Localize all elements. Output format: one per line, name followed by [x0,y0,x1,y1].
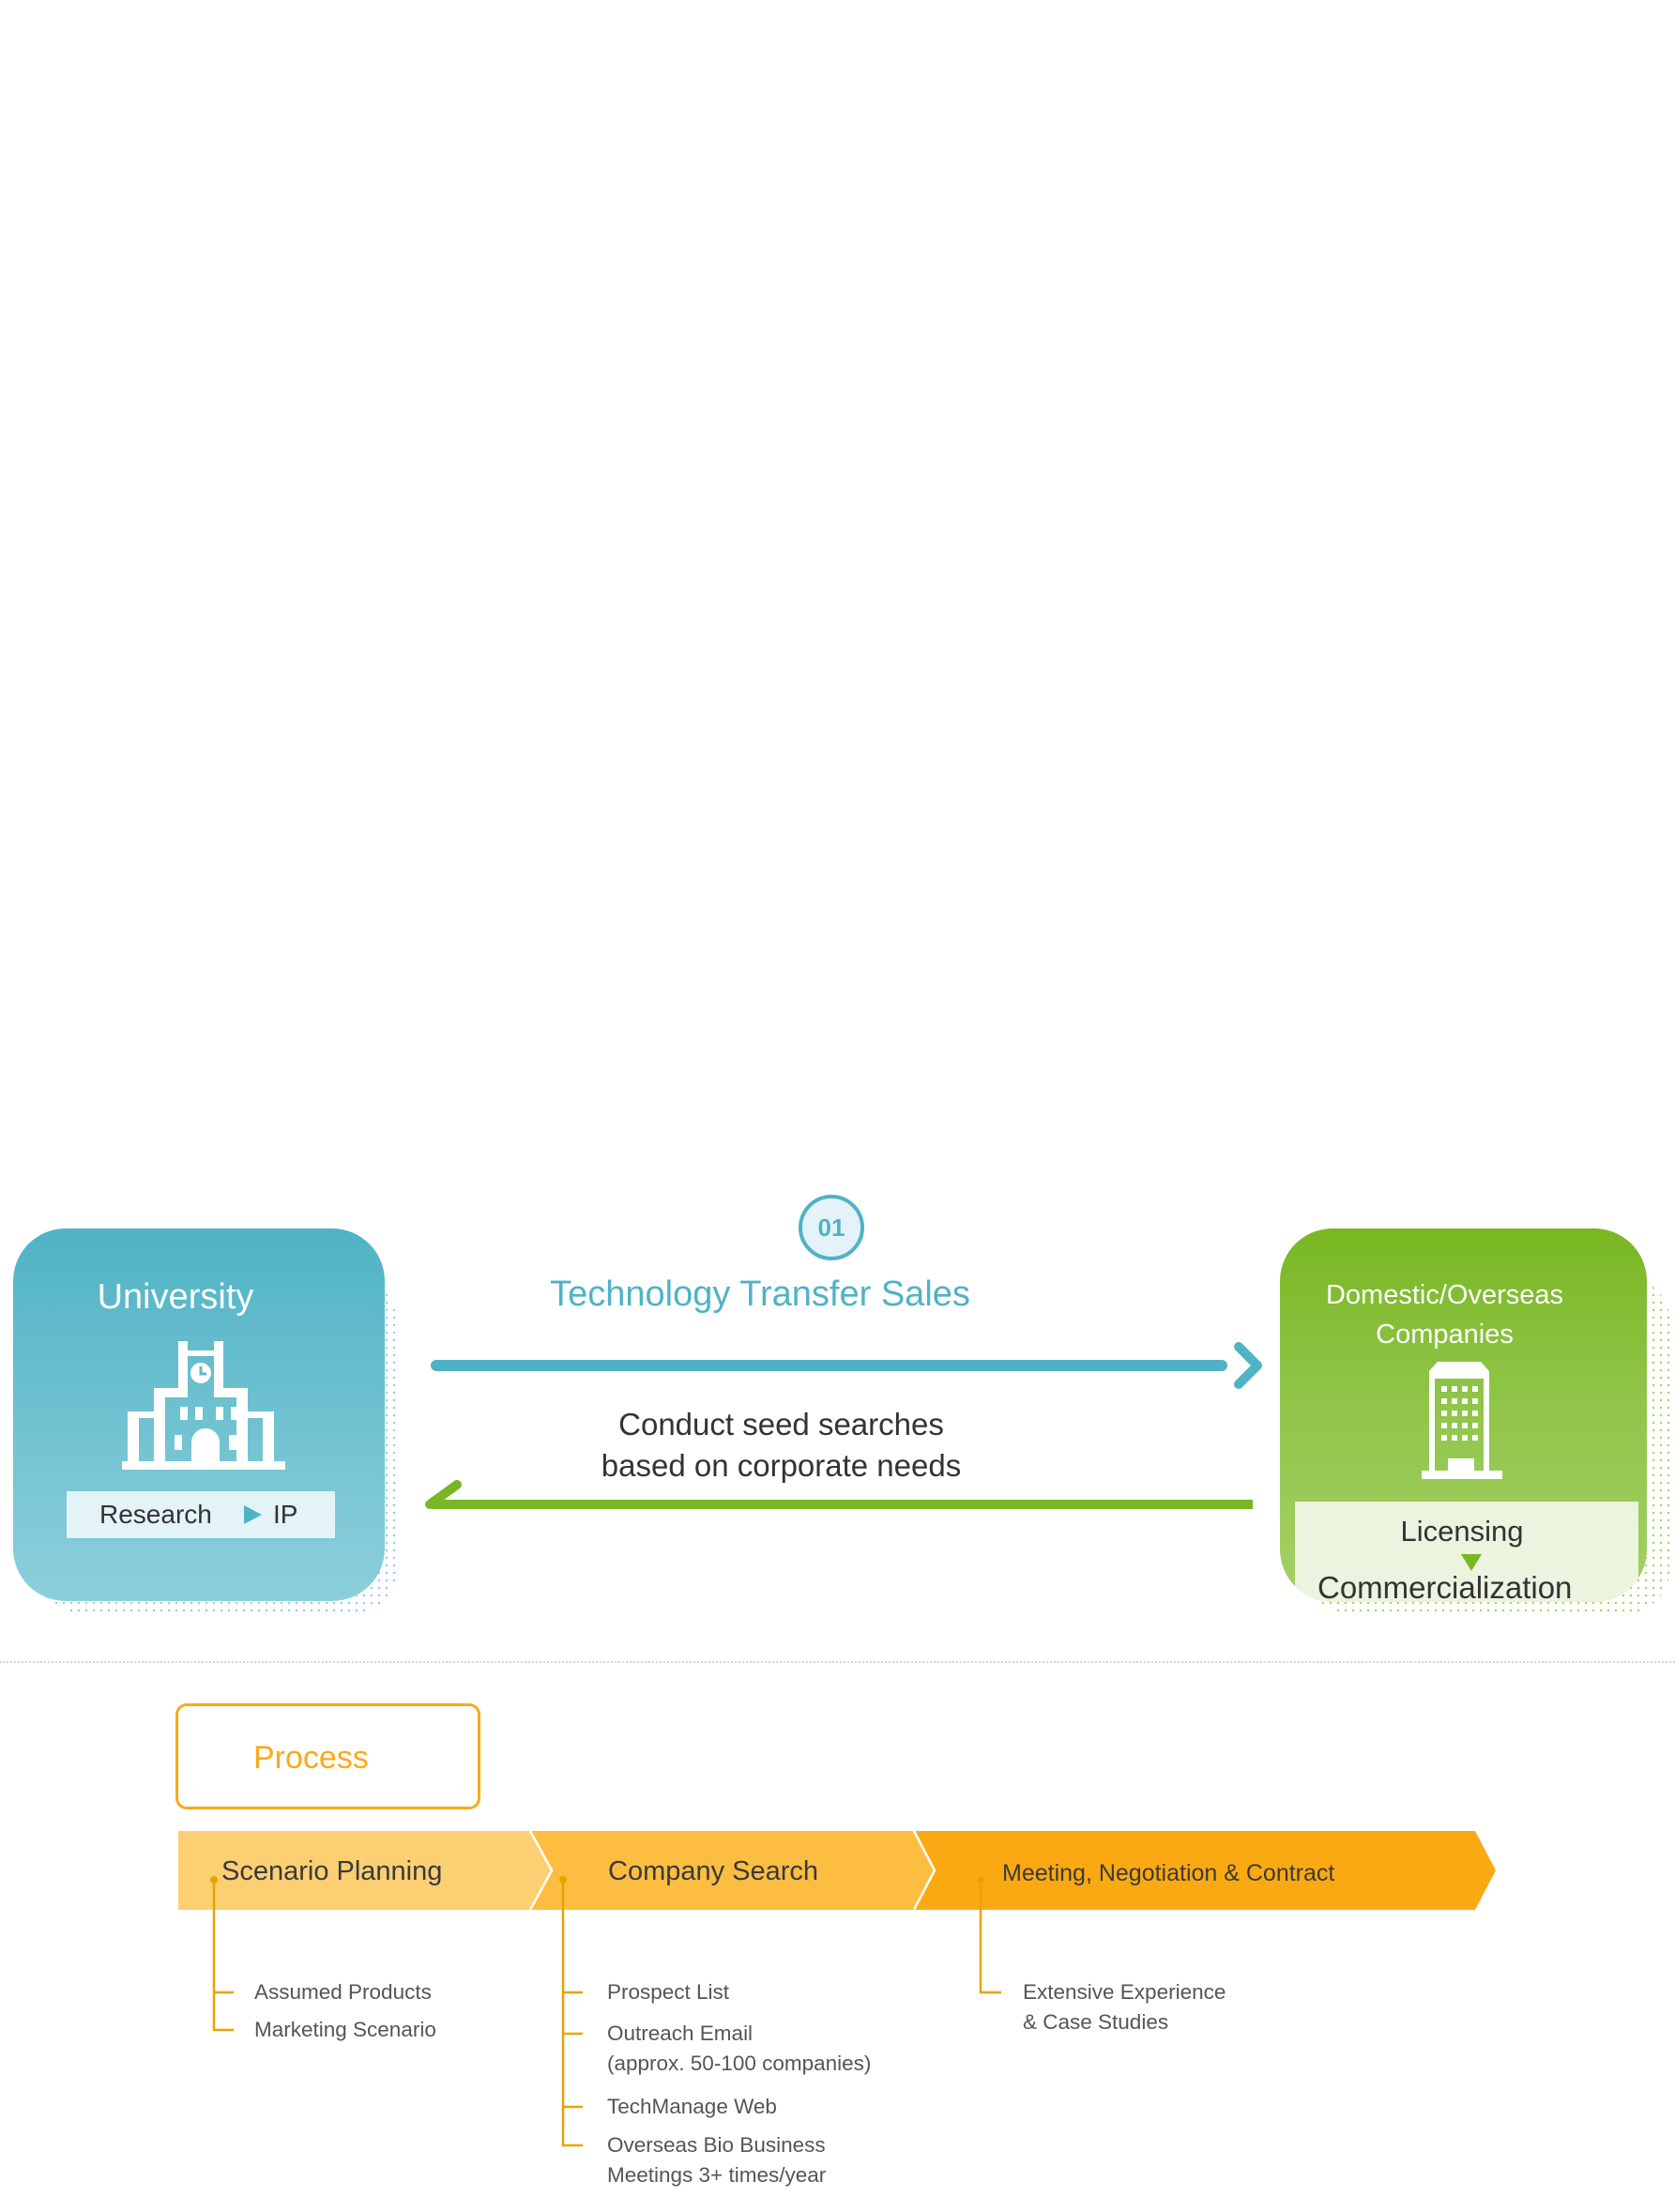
chevron-divider [528,1830,554,1911]
process-heading-box: Process [175,1703,480,1809]
building-window [1441,1423,1447,1428]
companies-title-line1: Domestic/Overseas [1325,1280,1563,1310]
tree-connector-scenario [212,1880,234,2032]
building-window [1462,1411,1468,1416]
commercialization-label: Commercialization [1317,1570,1573,1605]
companies-box: Domestic/Overseas Companies Licensing [1280,1228,1647,1602]
building-window [1441,1398,1447,1404]
university-title: University [97,1277,254,1317]
sub-item-line: (approx. 50-100 companies) [607,2052,872,2075]
step-label-company-search: Company Search [608,1856,819,1886]
university-building-icon [122,1341,285,1470]
sub-item-line: Meetings 3+ times/year [607,2163,827,2187]
forward-arrow-head-icon [1234,1342,1262,1389]
seed-search-label: Conduct seed searches based on corporate… [525,1404,1037,1487]
tree-connector-company-search [561,1880,583,2147]
step-chevron-scenario-planning [178,1831,552,1910]
section-divider [0,1661,1675,1663]
sub-item: Prospect List [607,1980,730,2004]
sub-item: TechManage Web [607,2095,777,2118]
step-label-scenario-planning: Scenario Planning [221,1856,443,1886]
step-chevron-meeting-negotiation [914,1831,1496,1910]
back-arrow-head-icon [425,1480,462,1509]
building-window [1472,1435,1478,1441]
chevron-divider [912,1830,936,1911]
building-window [1441,1435,1447,1441]
building-window [1462,1386,1468,1392]
building-window [1472,1398,1478,1404]
building-window [1462,1423,1468,1428]
technology-transfer-sales-title: Technology Transfer Sales [550,1274,970,1314]
building-window [1452,1386,1457,1392]
sub-item: Overseas Bio Business Meetings 3+ times/… [607,2130,826,2190]
triangle-down-icon [1461,1554,1482,1571]
building-window [1441,1411,1447,1416]
sub-item-line: Extensive Experience [1023,1980,1226,2004]
seed-search-line1: Conduct seed searches [618,1407,944,1442]
companies-title: Domestic/Overseas Companies [1280,1275,1647,1354]
sub-item: Marketing Scenario [254,2018,436,2041]
step-chevron-company-search [530,1831,935,1910]
building-window [1472,1423,1478,1428]
building-window [1452,1435,1457,1441]
seed-search-line2: based on corporate needs [601,1448,962,1483]
building-window [1472,1386,1478,1392]
sub-item-line: & Case Studies [1023,2010,1169,2034]
companies-title-line2: Companies [1376,1320,1514,1350]
building-window [1452,1423,1457,1428]
tree-connector-meeting [979,1880,1001,1994]
step-label-meeting-negotiation: Meeting, Negotiation & Contract [1002,1860,1335,1886]
licensing-label: Licensing [1400,1515,1524,1548]
sub-item: Outreach Email (approx. 50-100 companies… [607,2019,871,2079]
building-window [1452,1411,1457,1416]
sub-item: Extensive Experience & Case Studies [1023,1977,1226,2037]
building-window [1472,1411,1478,1416]
office-building-icon [1422,1362,1502,1479]
ip-label: IP [273,1500,298,1529]
process-heading: Process [253,1740,369,1776]
research-label: Research [99,1500,212,1529]
play-triangle-icon [244,1505,262,1524]
building-window [1452,1398,1457,1404]
building-window [1441,1386,1447,1392]
building-window [1462,1435,1468,1441]
university-box: University Research IP [13,1228,385,1601]
step-number-badge: 01 [799,1195,864,1260]
sub-item: Assumed Products [254,1980,432,2004]
sub-item-line: Outreach Email [607,2021,754,2045]
licensing-panel: Licensing [1295,1502,1638,1602]
sub-item-line: Overseas Bio Business [607,2133,826,2157]
research-ip-panel: Research IP [67,1491,335,1538]
building-window [1462,1398,1468,1404]
